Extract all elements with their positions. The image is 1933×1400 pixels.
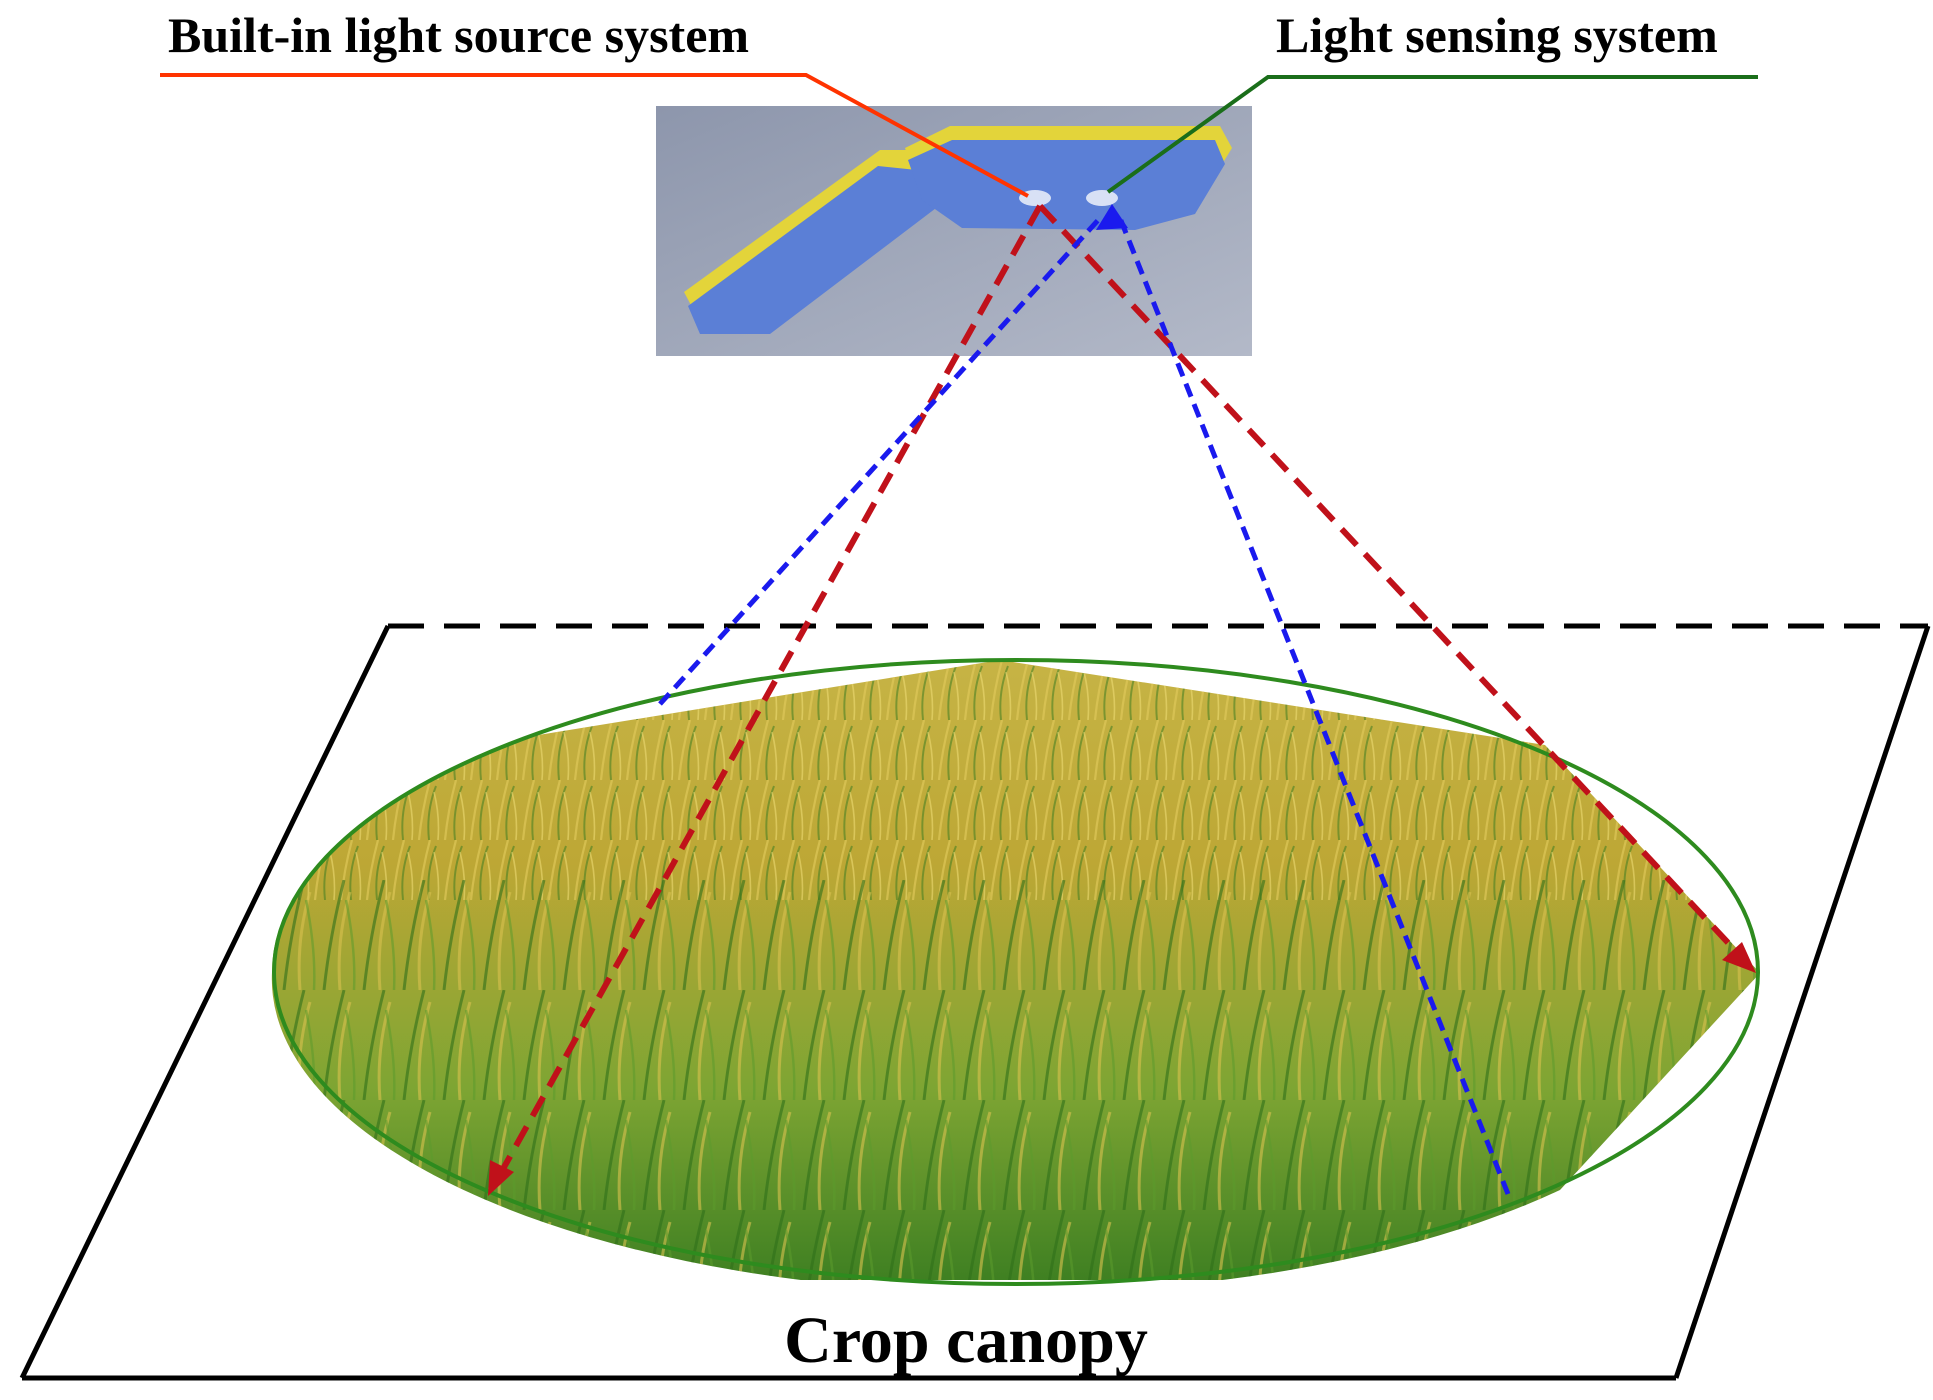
handheld-sensor-device-icon [656, 106, 1252, 356]
light-sensor-aperture [1086, 190, 1118, 206]
plane-left-edge [19, 624, 391, 1380]
light-sensing-leader-line [1106, 75, 1758, 194]
emitted-arrowhead-left [488, 1160, 514, 1196]
crop-canopy-label: Crop canopy [784, 1304, 1148, 1377]
light-source-leader-line [160, 73, 1029, 198]
light-sensing-label: Light sensing system [1276, 7, 1718, 63]
rice-field-icon [271, 660, 1761, 1280]
light-source-label: Built-in light source system [168, 7, 749, 63]
emitted-light-rays [495, 203, 1749, 1180]
reflected-arrowhead [1096, 204, 1128, 230]
plane-right-edge [1673, 625, 1931, 1379]
footprint-ellipse [272, 658, 1760, 1286]
emitted-arrowhead-right [1722, 942, 1756, 973]
emitted-ray-left [495, 204, 1043, 1180]
emitted-ray-right [1037, 203, 1749, 965]
ground-plane [19, 623, 1931, 1381]
